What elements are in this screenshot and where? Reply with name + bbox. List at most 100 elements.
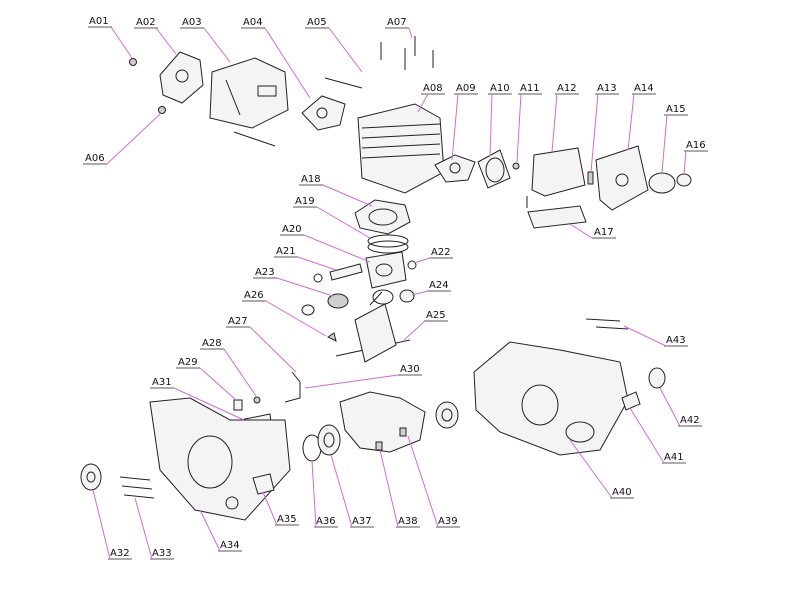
callout-a25: A25	[403, 310, 448, 341]
label-a12: A12	[557, 83, 577, 94]
label-a18: A18	[301, 174, 321, 185]
callout-a28: A28	[200, 338, 257, 397]
label-a10: A10	[490, 83, 510, 94]
label-a28: A28	[202, 338, 222, 349]
label-a40: A40	[612, 487, 632, 498]
part-cylinder	[357, 103, 445, 194]
callout-a40: A40	[569, 439, 634, 499]
callout-a27: A27	[226, 316, 297, 373]
part-piston	[365, 251, 407, 289]
callout-a18: A18	[299, 174, 373, 207]
callout-a13: A13	[590, 83, 619, 173]
callout-a03: A03	[180, 17, 231, 63]
part-studs	[585, 318, 629, 330]
part-stop-bracket	[252, 473, 275, 495]
part-main-bearing	[317, 424, 341, 456]
label-a04: A04	[243, 17, 263, 28]
callout-a34: A34	[199, 509, 242, 552]
callout-a09: A09	[451, 83, 478, 161]
callout-a11: A11	[516, 83, 542, 163]
parts-artwork	[80, 36, 692, 521]
label-a05: A05	[307, 17, 327, 28]
label-a22: A22	[431, 247, 451, 258]
callout-a15: A15	[661, 104, 688, 173]
part-baffle-plate	[595, 145, 649, 211]
part-small-bracket	[621, 391, 641, 411]
callout-a10: A10	[488, 83, 512, 157]
label-a14: A14	[634, 83, 654, 94]
callout-a08: A08	[417, 83, 445, 113]
callout-a39: A39	[407, 435, 460, 528]
part-small-screw	[512, 162, 520, 170]
label-a33: A33	[152, 548, 172, 559]
part-oil-seal	[435, 401, 459, 429]
callout-a24: A24	[411, 280, 451, 296]
callout-a22: A22	[413, 247, 453, 264]
label-a32: A32	[110, 548, 130, 559]
part-seal-small	[399, 289, 415, 303]
callout-a19: A19	[293, 196, 371, 239]
label-a31: A31	[152, 377, 172, 388]
callout-a16: A16	[683, 140, 708, 175]
label-a11: A11	[520, 83, 540, 94]
part-intake-gasket	[434, 154, 476, 183]
label-a25: A25	[426, 310, 446, 321]
label-a09: A09	[456, 83, 476, 94]
callout-a05: A05	[305, 17, 363, 73]
part-piston-pin	[329, 263, 363, 281]
part-circlip	[407, 260, 417, 270]
callout-a43: A43	[623, 325, 688, 347]
label-a30: A30	[400, 364, 420, 375]
part-muffler	[209, 57, 289, 129]
part-crankshaft	[335, 289, 411, 363]
label-a34: A34	[220, 540, 240, 551]
part-needle-bearing	[327, 293, 349, 309]
callout-a37: A37	[330, 454, 374, 528]
label-a38: A38	[398, 516, 418, 527]
callout-a42: A42	[659, 387, 702, 427]
part-crankcase-gasket	[339, 391, 426, 453]
callout-a41: A41	[629, 407, 686, 464]
callout-a31: A31	[150, 377, 245, 421]
callout-a12: A12	[551, 83, 579, 153]
part-crankcase-bolts	[119, 476, 155, 499]
part-cylinder-bolts	[380, 36, 434, 70]
callout-a01: A01	[88, 16, 133, 59]
part-large-washer	[80, 463, 102, 491]
label-a06: A06	[85, 153, 105, 164]
callout-a20: A20	[280, 224, 371, 263]
label-a15: A15	[666, 104, 686, 115]
part-washer	[301, 304, 315, 316]
label-a02: A02	[136, 17, 156, 28]
part-crankcase-left	[149, 397, 291, 521]
label-a21: A21	[276, 246, 296, 257]
callout-a23: A23	[253, 267, 334, 297]
part-head-gasket	[354, 199, 411, 235]
callout-a02: A02	[134, 17, 177, 55]
callout-a17: A17	[569, 223, 616, 239]
callout-a06: A06	[83, 113, 161, 165]
part-flat-plate	[527, 205, 587, 229]
part-carb-bracket	[531, 147, 586, 197]
part-impulse-hose	[284, 371, 301, 403]
part-crankcase-right	[473, 341, 629, 456]
part-piston-rings	[367, 234, 409, 248]
label-a07: A07	[387, 17, 407, 28]
part-gasket-muffler	[301, 95, 346, 131]
label-a23: A23	[255, 267, 275, 278]
label-a16: A16	[686, 140, 706, 151]
label-a08: A08	[423, 83, 443, 94]
part-ring	[676, 173, 692, 187]
label-a39: A39	[438, 516, 458, 527]
part-intake-manifold	[477, 149, 511, 189]
label-a43: A43	[666, 335, 686, 346]
label-a19: A19	[295, 196, 315, 207]
part-seal-right	[648, 367, 666, 389]
label-a41: A41	[664, 452, 684, 463]
label-a27: A27	[228, 316, 248, 327]
label-a03: A03	[182, 17, 202, 28]
part-muffler-bolt	[233, 131, 276, 147]
callout-a30: A30	[304, 364, 422, 389]
part-grommet	[253, 396, 261, 404]
